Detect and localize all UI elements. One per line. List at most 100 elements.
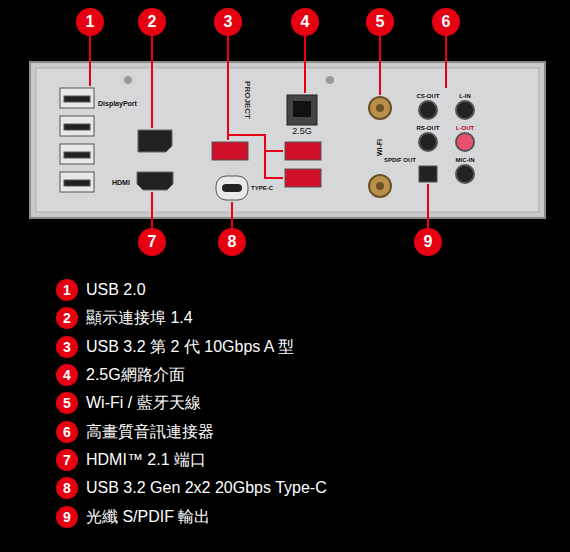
callout-text: 2 — [148, 14, 157, 30]
legend-text: 顯示連接埠 1.4 — [86, 310, 193, 326]
audio-jack — [456, 101, 474, 119]
callout-number: 7 — [138, 228, 166, 256]
callout-text: 1 — [63, 283, 71, 297]
callout-text: 3 — [224, 14, 233, 30]
usb-port — [60, 116, 94, 136]
callout-text: 9 — [424, 234, 433, 250]
port-label: HDMI — [112, 179, 130, 186]
port-label: L-OUT — [456, 125, 474, 131]
port-label: DisplayPort — [98, 100, 137, 107]
type-c-port — [216, 176, 248, 200]
callout-text: 2 — [63, 311, 71, 325]
shield-inner — [36, 68, 539, 212]
callout-text: 9 — [63, 510, 71, 524]
legend-text: USB 3.2 第 2 代 10Gbps A 型 — [86, 339, 294, 355]
callout-text: 4 — [301, 14, 310, 30]
callout-number: 5 — [56, 392, 78, 414]
optical-port — [419, 166, 437, 182]
legend-text: HDMI™ 2.1 端口 — [86, 452, 206, 468]
callout-number: 2 — [138, 8, 166, 36]
leader-line — [427, 184, 429, 228]
leader-line — [89, 36, 91, 86]
screw-hole — [124, 76, 132, 84]
usb-tongue — [64, 96, 90, 102]
ethernet-socket — [293, 101, 311, 117]
leader-line — [445, 36, 447, 88]
legend-text: 光纖 S/PDIF 輸出 — [86, 509, 210, 525]
callout-text: 8 — [228, 234, 237, 250]
usb-port — [60, 88, 94, 108]
leader-line — [151, 36, 153, 128]
callout-text: 6 — [442, 14, 451, 30]
displayport-port — [138, 130, 172, 152]
callout-text: 7 — [148, 234, 157, 250]
usb2-ports — [60, 88, 94, 192]
leader-line — [151, 192, 153, 228]
callout-text: 7 — [63, 453, 71, 467]
type-c-tongue — [222, 184, 242, 192]
hdmi-port — [137, 172, 173, 190]
leader-lines — [90, 36, 446, 228]
callout-number: 5 — [366, 8, 394, 36]
port-label: Wi-Fi — [376, 138, 383, 155]
callout-number: 6 — [432, 8, 460, 36]
usb32-red-port — [285, 142, 321, 160]
usb32-red-port — [212, 142, 248, 160]
audio-jacks — [419, 101, 474, 183]
usb-tongue — [64, 152, 90, 158]
antenna-connector — [369, 97, 391, 119]
legend-text: USB 2.0 — [86, 282, 146, 298]
callout-text: 4 — [63, 368, 71, 382]
audio-jack — [419, 101, 437, 119]
callout-number: 4 — [56, 364, 78, 386]
port-label: CS-OUT — [417, 93, 440, 99]
port-label: 2.5G — [292, 127, 312, 136]
leader-line — [231, 202, 233, 228]
callout-number: 9 — [414, 228, 442, 256]
ethernet-port — [287, 95, 317, 125]
usb-tongue — [64, 180, 90, 186]
callout-text: 5 — [376, 14, 385, 30]
antenna-pin — [376, 182, 384, 190]
audio-jack — [456, 133, 474, 151]
antenna-pin — [376, 104, 384, 112]
port-label: SPDIF OUT — [384, 157, 416, 163]
callout-number: 3 — [214, 8, 242, 36]
callout-text: 1 — [86, 14, 95, 30]
legend-text: USB 3.2 Gen 2x2 20Gbps Type-C — [86, 480, 327, 496]
usb-tongue — [64, 124, 90, 130]
callout-number: 2 — [56, 307, 78, 329]
callout-number: 3 — [56, 336, 78, 358]
callout-number: 1 — [56, 279, 78, 301]
port-label: L-IN — [459, 93, 471, 99]
callout-text: 3 — [63, 340, 71, 354]
port-label: PROJECT — [243, 81, 251, 119]
usb32-red-port — [285, 169, 321, 187]
usb-port — [60, 144, 94, 164]
audio-jack — [419, 133, 437, 151]
leader-line — [304, 36, 306, 93]
port-label: TYPE-C — [251, 185, 273, 191]
callout-number: 9 — [56, 506, 78, 528]
callout-number: 1 — [76, 8, 104, 36]
audio-jack — [456, 165, 474, 183]
antenna-connector — [369, 175, 391, 197]
leader-line — [379, 36, 381, 95]
port-label: RS-OUT — [417, 125, 440, 131]
usb-port — [60, 172, 94, 192]
callout-text: 8 — [63, 481, 71, 495]
legend-text: 2.5G網路介面 — [86, 367, 185, 383]
callout-number: 4 — [291, 8, 319, 36]
screw-hole — [326, 76, 334, 84]
callout-number: 6 — [56, 421, 78, 443]
legend-text: 高畫質音訊連接器 — [86, 424, 214, 440]
port-label: MIC-IN — [456, 157, 475, 163]
callout-number: 7 — [56, 449, 78, 471]
callout-number: 8 — [56, 477, 78, 499]
callout-number: 8 — [218, 228, 246, 256]
leader-line — [228, 36, 283, 178]
shield-plate — [30, 62, 545, 218]
io-shield — [30, 62, 545, 218]
